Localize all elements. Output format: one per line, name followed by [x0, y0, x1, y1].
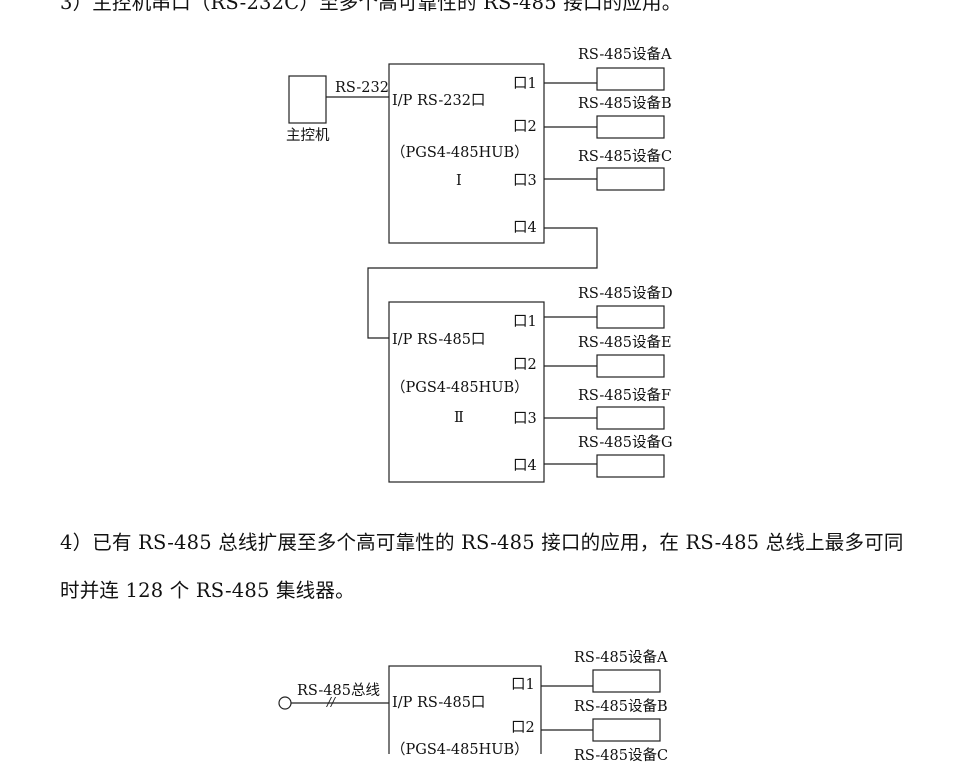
device-b-label: RS-485设备B	[578, 96, 672, 112]
device-c-label: RS-485设备C	[578, 149, 673, 165]
hub3-model: （PGS4-485HUB）	[391, 742, 529, 758]
hub3-input-label: I/P RS-485口	[392, 695, 486, 711]
device2-b-label: RS-485设备B	[574, 699, 668, 715]
device-b-box	[596, 115, 665, 139]
device2-a-label: RS-485设备A	[574, 650, 668, 666]
device-f-box	[596, 406, 665, 430]
hub3-port2-label: 口2	[511, 720, 535, 736]
hub1-model: （PGS4-485HUB）	[391, 145, 529, 161]
device2-b-box	[592, 718, 661, 742]
hub1-numeral: Ⅰ	[456, 173, 462, 189]
section4-text-line1: 4）已有 RS-485 总线扩展至多个高可靠性的 RS-485 接口的应用，在 …	[60, 531, 904, 554]
hub1-port1-label: 口1	[513, 76, 537, 92]
device-e-label: RS-485设备E	[578, 335, 672, 351]
device-a-box	[596, 67, 665, 91]
hub1-port4-label: 口4	[513, 220, 537, 236]
device-g-box	[596, 454, 665, 478]
device-a-label: RS-485设备A	[578, 47, 672, 63]
bus-mark: //	[327, 695, 336, 709]
host-label: 主控机	[286, 128, 330, 144]
device-e-box	[596, 354, 665, 378]
section3-heading: 3）主控机串口（RS-232C）至多个高可靠性的 RS-485 接口的应用。	[60, 0, 682, 14]
device2-a-box	[592, 669, 661, 693]
hub2-box	[388, 301, 545, 483]
hub2-numeral: Ⅱ	[454, 410, 464, 426]
hub2-port4-label: 口4	[513, 458, 537, 474]
hub3-box	[388, 665, 542, 754]
hub2-port3-label: 口3	[513, 411, 537, 427]
device-d-box	[596, 305, 665, 329]
hub3-port1-label: 口1	[511, 677, 535, 693]
device-g-label: RS-485设备G	[578, 435, 673, 451]
device2-c-label: RS-485设备C	[574, 748, 669, 764]
cascade-link	[367, 227, 598, 339]
bus-terminal	[278, 696, 292, 710]
hub2-model: （PGS4-485HUB）	[391, 380, 529, 396]
hub2-port2-label: 口2	[513, 357, 537, 373]
hub2-port1-label: 口1	[513, 314, 537, 330]
hub1-port3-label: 口3	[513, 173, 537, 189]
hub1-box	[388, 63, 545, 244]
hub1-input-label: I/P RS-232口	[392, 93, 486, 109]
device-d-label: RS-485设备D	[578, 286, 673, 302]
bus-label: RS-485总线	[297, 683, 380, 699]
hub1-port2-label: 口2	[513, 119, 537, 135]
link-label-rs232: RS-232	[335, 80, 389, 96]
host-box	[288, 75, 327, 124]
hub2-input-label: I/P RS-485口	[392, 332, 486, 348]
section4-text-line2: 时并连 128 个 RS-485 集线器。	[60, 579, 355, 602]
device-c-box	[596, 167, 665, 191]
device-f-label: RS-485设备F	[578, 388, 672, 404]
